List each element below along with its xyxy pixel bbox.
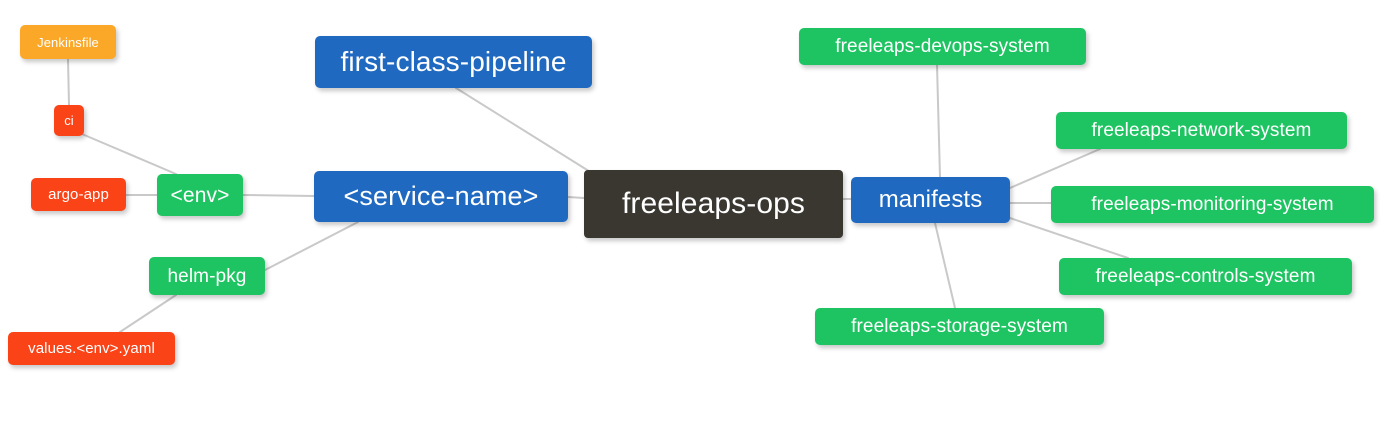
node-label-jenkinsfile: Jenkinsfile xyxy=(37,34,99,50)
node-controls[interactable]: freeleaps-controls-system xyxy=(1059,258,1352,295)
node-label-storage: freeleaps-storage-system xyxy=(851,316,1068,337)
node-storage[interactable]: freeleaps-storage-system xyxy=(815,308,1104,345)
node-values-yaml[interactable]: values.<env>.yaml xyxy=(8,332,175,365)
node-argo-app[interactable]: argo-app xyxy=(31,178,126,211)
node-helm-pkg[interactable]: helm-pkg xyxy=(149,257,265,295)
node-label-monitoring: freeleaps-monitoring-system xyxy=(1091,194,1334,215)
edge-ci-jenkinsfile xyxy=(67,58,70,106)
node-label-argo-app: argo-app xyxy=(48,186,109,203)
node-label-helm-pkg: helm-pkg xyxy=(167,265,247,287)
edge-manifests-storage xyxy=(934,222,956,309)
node-label-values-yaml: values.<env>.yaml xyxy=(28,340,155,357)
node-label-controls: freeleaps-controls-system xyxy=(1095,266,1316,287)
edge-root-pipeline xyxy=(455,87,601,179)
edge-service-helm xyxy=(264,221,359,271)
node-label-devops: freeleaps-devops-system xyxy=(835,36,1050,57)
node-label-manifests: manifests xyxy=(878,186,983,213)
edge-manifests-network xyxy=(1009,148,1101,189)
node-label-env: <env> xyxy=(170,183,230,207)
node-env[interactable]: <env> xyxy=(157,174,243,216)
edge-manifests-devops xyxy=(936,64,941,178)
node-service-name[interactable]: <service-name> xyxy=(314,171,568,222)
edge-helm-values xyxy=(119,294,177,333)
node-label-root: freeleaps-ops xyxy=(621,187,806,220)
node-network[interactable]: freeleaps-network-system xyxy=(1056,112,1347,149)
edge-manifests-controls xyxy=(1009,217,1129,259)
node-root[interactable]: freeleaps-ops xyxy=(584,170,843,238)
node-ci[interactable]: ci xyxy=(54,105,84,136)
node-pipeline[interactable]: first-class-pipeline xyxy=(315,36,592,88)
edge-service-env xyxy=(242,194,315,197)
node-monitoring[interactable]: freeleaps-monitoring-system xyxy=(1051,186,1374,223)
node-label-network: freeleaps-network-system xyxy=(1091,120,1312,141)
edge-env-ci xyxy=(81,133,177,175)
node-jenkinsfile[interactable]: Jenkinsfile xyxy=(20,25,116,59)
node-devops[interactable]: freeleaps-devops-system xyxy=(799,28,1086,65)
node-label-ci: ci xyxy=(64,113,74,128)
node-manifests[interactable]: manifests xyxy=(851,177,1010,223)
edge-root-service xyxy=(567,196,585,199)
node-label-service-name: <service-name> xyxy=(343,181,539,211)
node-label-pipeline: first-class-pipeline xyxy=(340,46,567,77)
